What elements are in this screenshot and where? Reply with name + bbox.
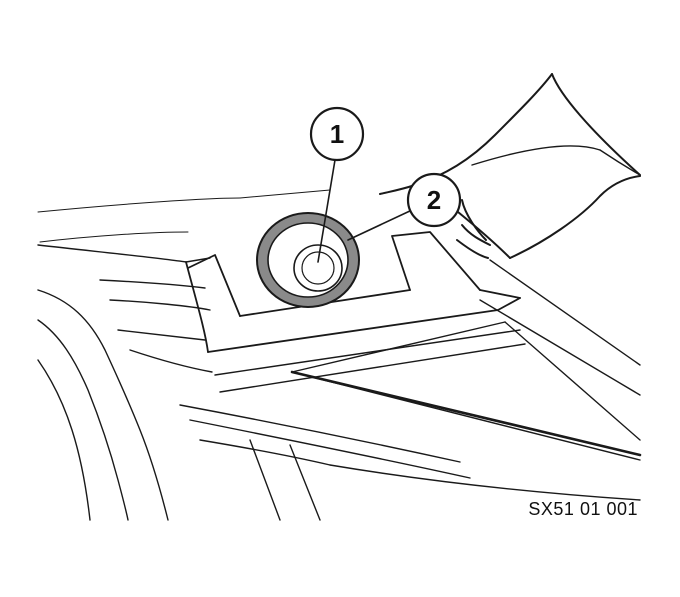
figure-code: SX51 01 001: [528, 499, 638, 519]
console-body: [37, 244, 213, 521]
callout-1-number: 1: [330, 119, 344, 149]
background-lines: [37, 189, 331, 243]
armrest-handle: [379, 73, 641, 259]
bolt-assembly: [256, 212, 360, 308]
bolt-recess: [185, 231, 521, 353]
callout-2-number: 2: [427, 185, 441, 215]
tray-edge: [290, 370, 642, 457]
leader-lines: [317, 159, 413, 263]
callout-1: 1: [309, 106, 365, 162]
trim-panel: [179, 259, 641, 521]
callout-2: 2: [406, 172, 462, 228]
